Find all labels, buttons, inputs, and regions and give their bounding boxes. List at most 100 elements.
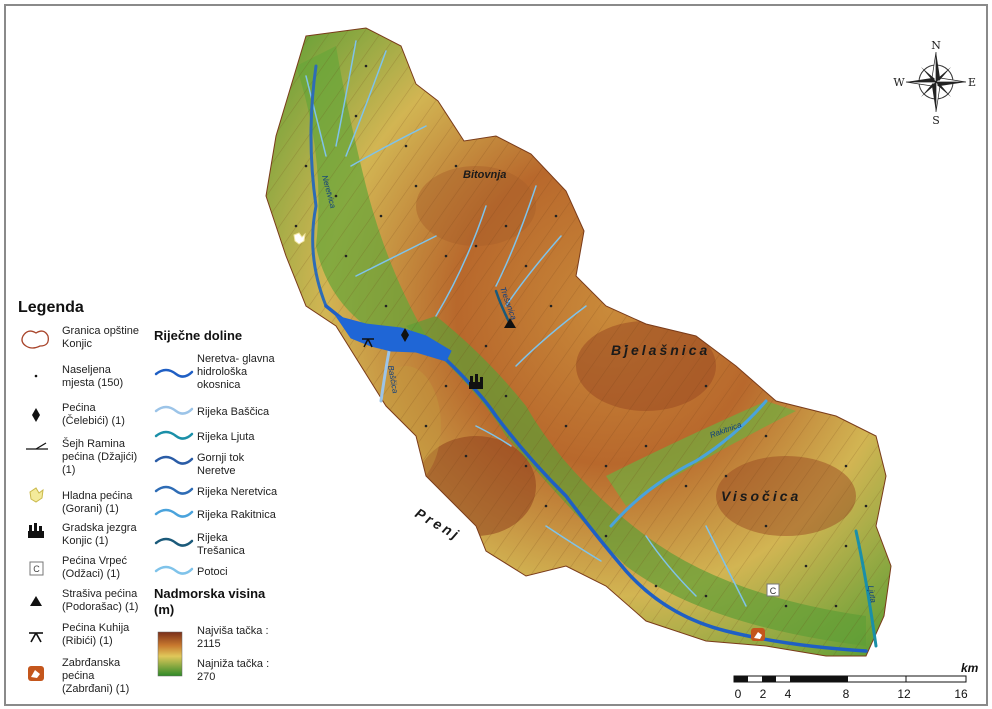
legend-label: Naseljena	[62, 364, 112, 376]
legend-label: Šejh Ramina	[62, 437, 126, 450]
elevation-low-label: Najniža tačka :	[197, 658, 269, 670]
legend-label: Konjic (1)	[62, 535, 108, 547]
river-label: Gornji tok	[197, 452, 245, 464]
stream	[435, 205, 487, 317]
river-label: Neretva- glavna	[197, 353, 276, 365]
label-bitovnja: Bitovnja	[463, 169, 506, 181]
compass-west: W	[893, 76, 905, 89]
legend-label: (1)	[62, 464, 75, 476]
celebici-diamond-marker	[401, 328, 409, 342]
scale-tick-16: 16	[954, 687, 968, 701]
legend-label: pećina	[62, 670, 95, 682]
c-marker-label: C	[770, 586, 777, 596]
river-label: Rijeka Neretvica	[197, 486, 278, 498]
terrain	[265, 27, 892, 657]
river-legend-lines	[154, 368, 194, 575]
svg-text:Pećina Kuhija(Ribići) (1): Pećina Kuhija(Ribići) (1)	[62, 622, 130, 647]
legend-label: Konjic	[62, 338, 92, 350]
river-line-neretvica	[154, 485, 194, 495]
scale-tick-2: 2	[760, 687, 767, 701]
legend-label: Granica opštine	[62, 325, 139, 337]
legend-label: Pećina Kuhija	[62, 622, 130, 634]
svg-text:Strašiva pećina(Podorašac) (1): Strašiva pećina(Podorašac) (1)	[62, 588, 138, 613]
kuhija-marker	[362, 338, 374, 348]
svg-text:Pećina(Čelebići) (1): Pećina(Čelebići) (1)	[62, 402, 125, 427]
legend-label: (Podorašac) (1)	[62, 601, 138, 613]
river-label: Trešanica	[197, 545, 246, 557]
legend-label: (Gorani) (1)	[62, 503, 119, 515]
elevation-unit: (m)	[154, 602, 174, 617]
legend-label: Zabrđanska	[62, 657, 121, 669]
zabrdjani-marker	[751, 628, 765, 641]
river-line-rakitnica	[154, 508, 194, 518]
river-rakitnica	[609, 399, 768, 528]
stream	[350, 125, 427, 167]
triangle-icon	[30, 596, 42, 606]
scale-unit: km	[961, 661, 979, 675]
legend-label: pećina (Džajići)	[62, 451, 137, 463]
river-label: Rijeka Ljuta	[197, 431, 255, 443]
legend-symbols: C	[21, 330, 49, 681]
elevation-title: Nadmorska visina	[154, 586, 266, 601]
stream	[345, 50, 387, 157]
compass-north: N	[931, 39, 941, 52]
boundary-outline-icon	[21, 330, 49, 349]
river-label: okosnica	[197, 379, 241, 391]
stream	[355, 235, 437, 277]
river-line-neretva	[154, 368, 194, 378]
rivers-legend-title: Riječne doline	[154, 328, 242, 343]
scale-tick-8: 8	[843, 687, 850, 701]
dot-icon	[34, 374, 38, 378]
compass-east: E	[968, 76, 976, 89]
svg-text:Hladna pećina(Gorani) (1): Hladna pećina(Gorani) (1)	[62, 490, 133, 515]
ramina-icon	[26, 442, 48, 450]
rivers	[305, 40, 878, 653]
hladna-icon	[29, 487, 44, 503]
river-label: hidrološka	[197, 366, 248, 378]
label-bjelasnica: Bjelašnica	[611, 342, 710, 358]
konjic-town-marker	[469, 374, 483, 389]
legend-label: Hladna pećina	[62, 490, 133, 502]
river-ljuta	[854, 529, 878, 648]
legend-label: Pećina	[62, 402, 97, 414]
map-canvas: C Bitovnja Bjelašnica Visočica Prenj Rak…	[18, 27, 979, 701]
stream	[495, 185, 537, 287]
compass-rose: N S E W	[893, 39, 976, 127]
town-icon	[28, 523, 44, 538]
label-prenj: Prenj	[413, 505, 464, 544]
river-neretvica	[309, 64, 328, 308]
map-features: C	[293, 232, 780, 641]
c-box-icon: C	[29, 561, 44, 576]
stream	[705, 525, 747, 607]
label-ljuta: Ljuta	[866, 585, 878, 604]
legend-label: (Ribići) (1)	[62, 635, 113, 647]
legend-label: Strašiva pećina	[62, 588, 138, 600]
map-frame: C Bitovnja Bjelašnica Visočica Prenj Rak…	[4, 4, 988, 706]
elevation-ramp	[157, 631, 183, 677]
river-label: Rijeka Baščica	[197, 406, 270, 418]
kuhija-icon	[29, 632, 43, 643]
stream	[515, 305, 587, 367]
c-box-label: C	[33, 564, 40, 574]
river-label: Neretve	[197, 465, 236, 477]
stream	[335, 40, 357, 147]
river-neretva	[324, 304, 868, 653]
strasiva-triangle-marker	[504, 318, 516, 328]
scale-tick-4: 4	[785, 687, 792, 701]
legend-label: mjesta (150)	[62, 377, 123, 389]
hladna-pecina-marker	[293, 232, 306, 245]
legend-title: Legenda	[18, 299, 84, 316]
elevation-high-value: 2115	[197, 638, 221, 650]
legend-label: Pećina Vrpeć	[62, 555, 128, 567]
stream	[645, 535, 697, 597]
legend-label: (Čelebići) (1)	[62, 414, 125, 427]
vrpec-c-marker: C	[766, 583, 780, 597]
